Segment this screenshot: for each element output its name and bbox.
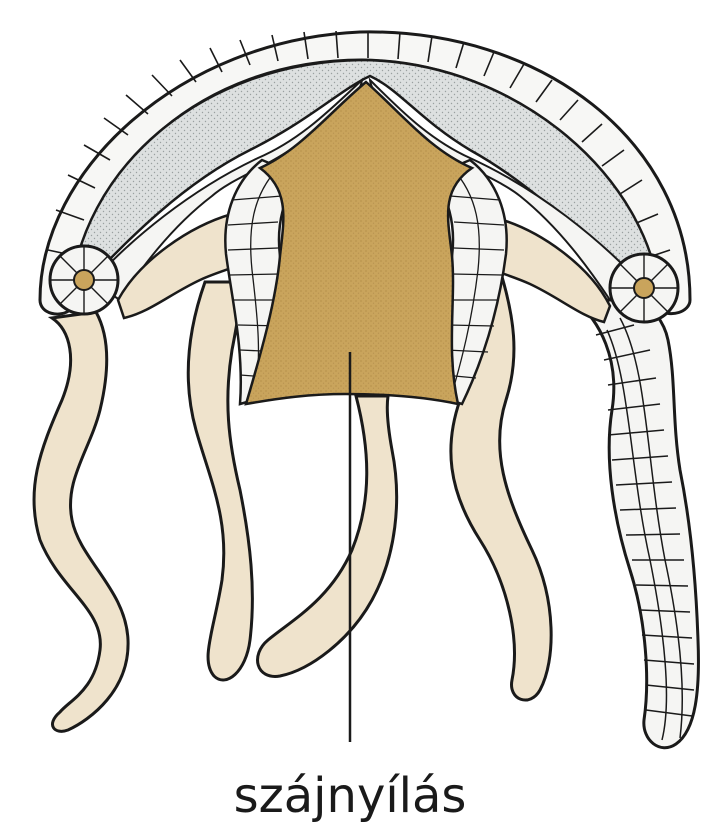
mouth-opening-label: szájnyílás — [234, 768, 467, 824]
tentacle-center-left — [258, 396, 397, 676]
marginal-ring-right — [610, 254, 678, 322]
tentacle-left-outer — [34, 312, 128, 731]
marginal-ring-left — [50, 246, 118, 314]
bell — [40, 31, 690, 404]
